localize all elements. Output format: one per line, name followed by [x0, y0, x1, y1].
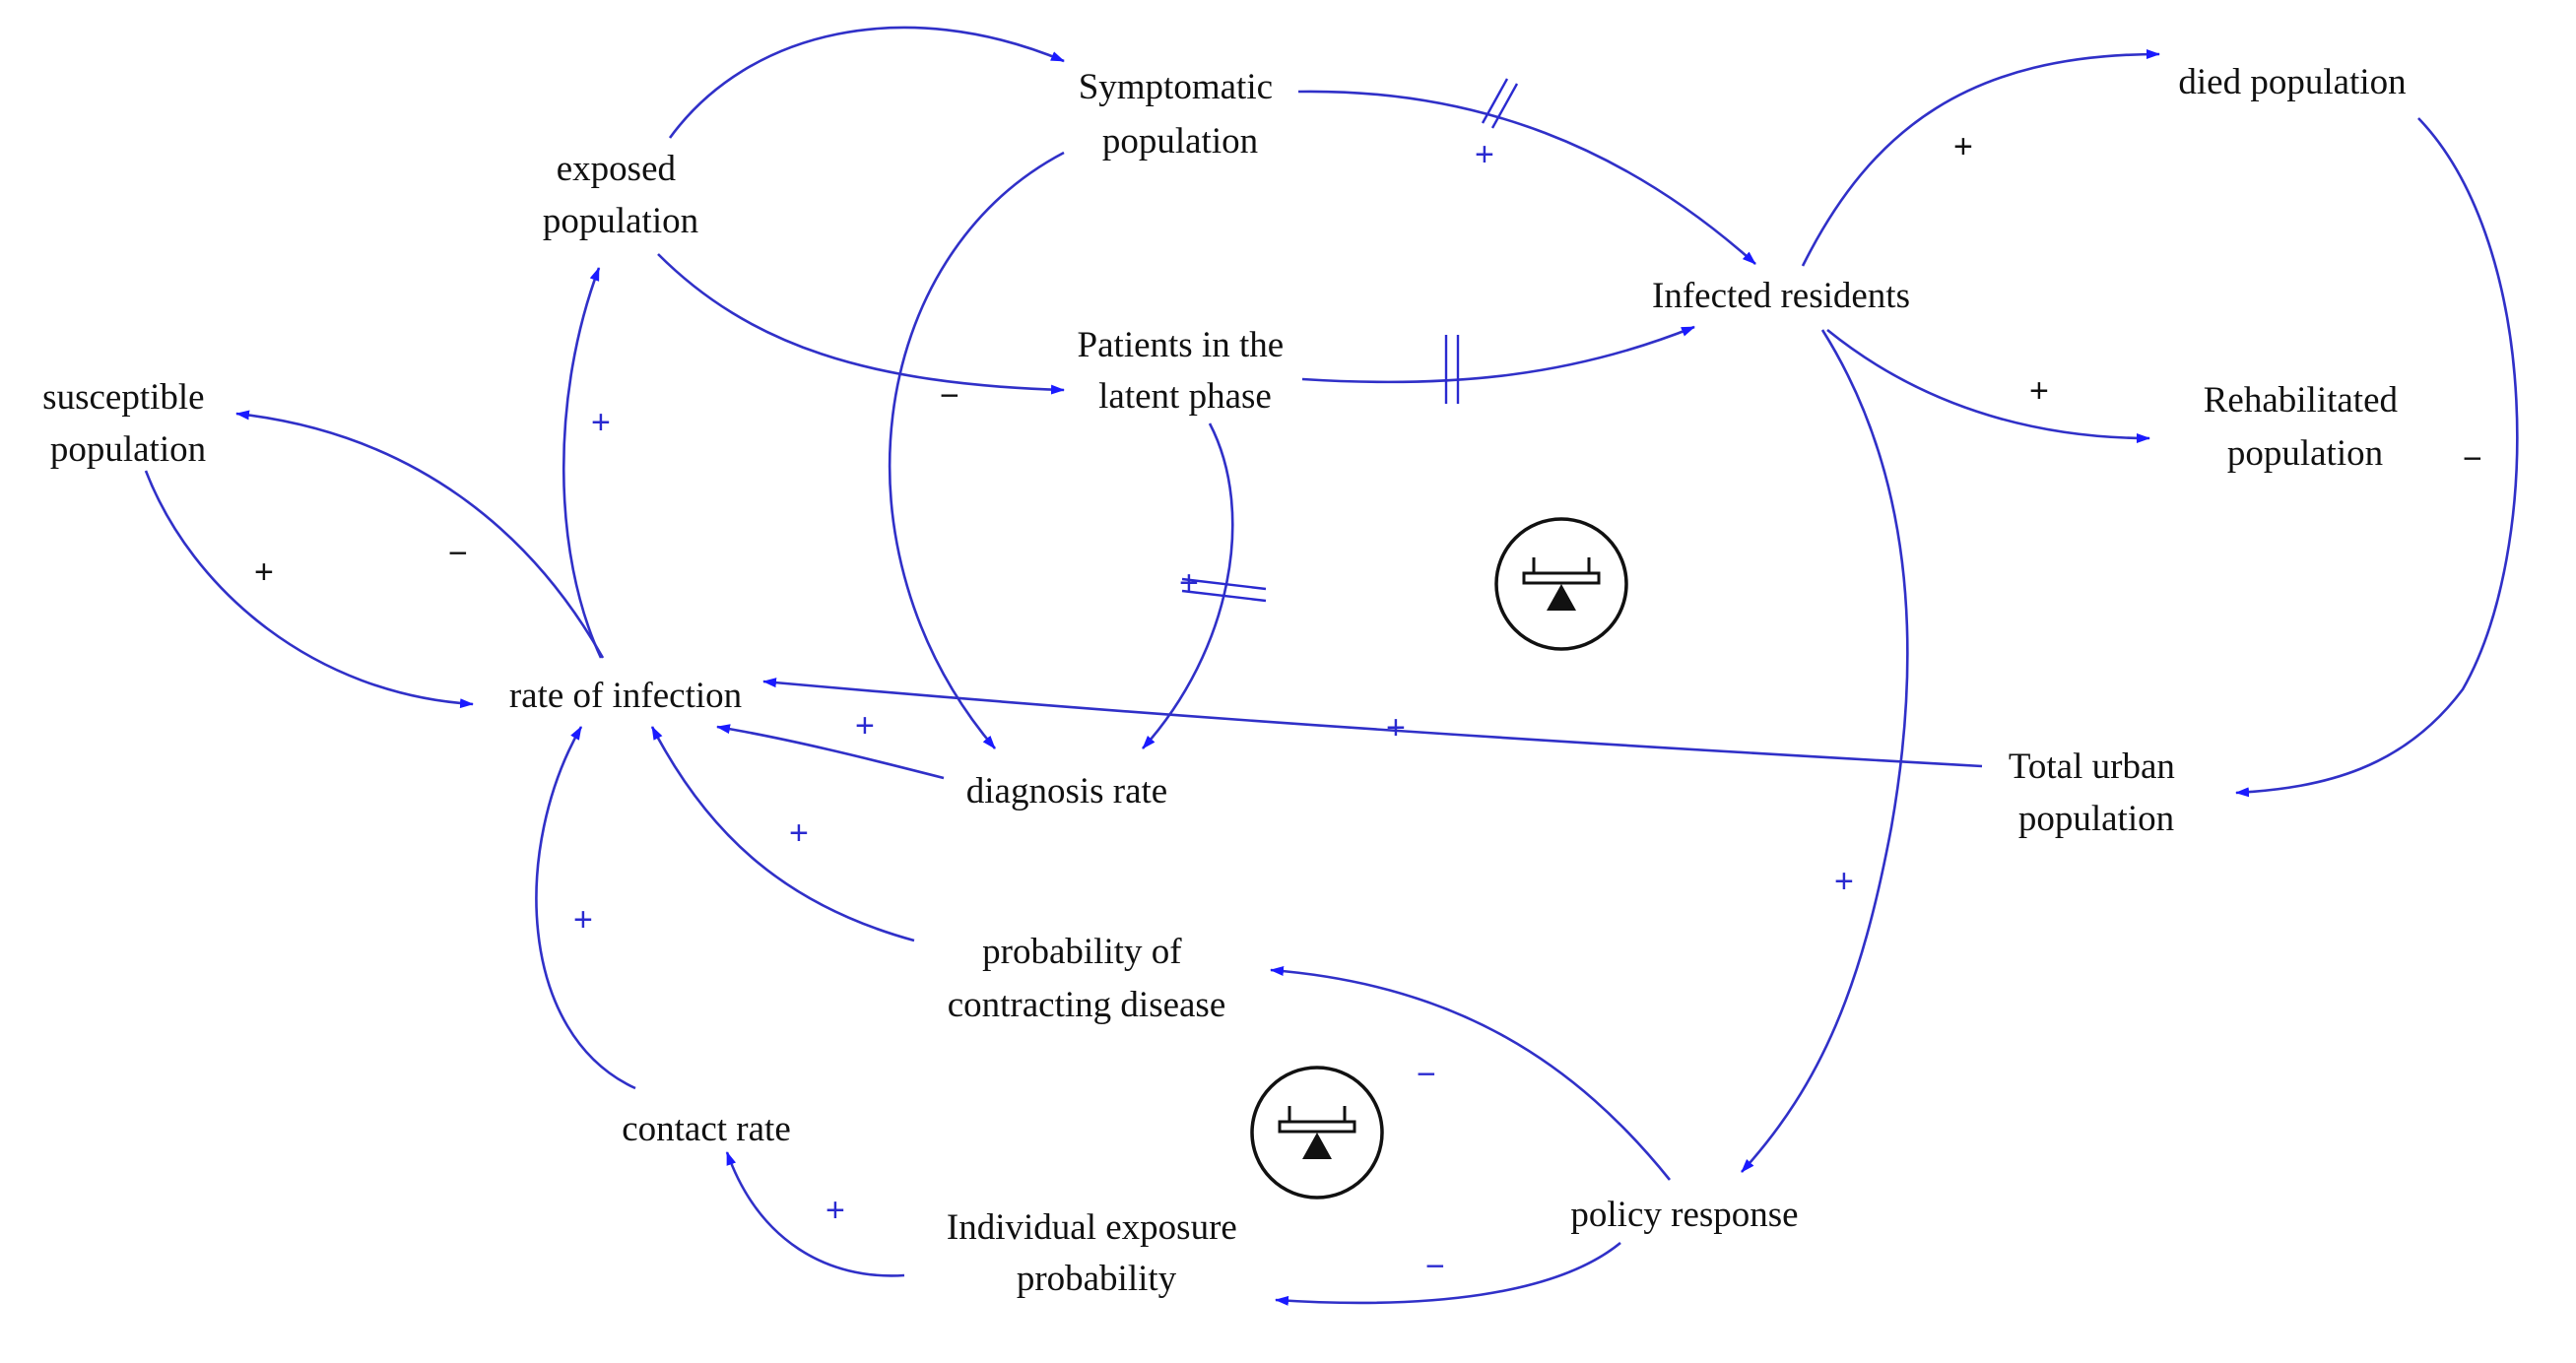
edge-contact-to-infection	[535, 726, 636, 1090]
edge-prob-to-infection	[650, 726, 915, 942]
edge-exposed-to-symptomatic	[668, 26, 1065, 139]
edge-total-to-infection	[762, 678, 1983, 768]
node-labels: Symptomatic population exposed populatio…	[35, 55, 2412, 1306]
edge-exposed-to-latent	[657, 253, 1065, 395]
delay-mark	[1444, 335, 1460, 404]
edge-infected-to-rehab	[1826, 328, 2150, 443]
node-policy-response: policy response	[1570, 1195, 1798, 1235]
edge-symptomatic-to-infected	[1297, 90, 1756, 265]
delay-mark	[1181, 577, 1267, 603]
node-contact-rate: contact rate	[622, 1109, 791, 1149]
polarity-sign: −	[940, 377, 959, 415]
edge-susceptible-to-infection	[144, 470, 474, 709]
polarity-sign: +	[789, 814, 809, 852]
edge-exposure-to-contact	[725, 1151, 905, 1277]
balancing-loop-icon	[1250, 1066, 1384, 1200]
polarity-sign: +	[254, 553, 274, 591]
edge-latent-to-diagnosis	[1142, 422, 1234, 749]
node-patients-latent-phase: Patients in the latent phase	[1078, 325, 1293, 417]
polarity-sign: +	[2029, 372, 2049, 410]
node-total-urban-population: Total urban population	[2009, 746, 2184, 839]
polarity-sign: +	[1386, 709, 1406, 746]
delay-mark	[1481, 78, 1519, 129]
delay-marks	[1181, 78, 1519, 603]
polarity-sign: +	[855, 707, 875, 745]
edge-infected-to-died	[1801, 49, 2160, 267]
edge-infection-to-susceptible	[235, 410, 605, 659]
balancing-loop-icon	[1494, 517, 1628, 651]
polarity-sign: −	[1417, 1056, 1436, 1093]
polarity-sign: +	[591, 404, 611, 441]
edge-latent-to-infected	[1301, 325, 1695, 384]
edge-policy-to-exposure	[1275, 1241, 1621, 1306]
polarity-sign: +	[1834, 863, 1854, 900]
polarity-sign: +	[826, 1192, 845, 1229]
node-rate-of-infection: rate of infection	[509, 676, 742, 716]
node-diagnosis-rate: diagnosis rate	[966, 771, 1167, 811]
polarity-sign: −	[1425, 1248, 1445, 1285]
edge-died-to-total	[2235, 117, 2519, 798]
node-exposed-population: exposed population	[543, 149, 698, 241]
polarity-sign: −	[2463, 440, 2482, 478]
polarity-signs: + + − + + − + + − + + + + + − − +	[254, 128, 2482, 1285]
edge-infected-to-policy	[1741, 329, 1909, 1173]
node-susceptible-population: susceptible population	[42, 377, 214, 470]
edge-symptomatic-to-diagnosis	[888, 151, 1065, 749]
node-died-population: died population	[2178, 62, 2406, 102]
edge-infection-to-exposed	[561, 267, 603, 659]
polarity-sign: +	[1953, 128, 1973, 165]
edge-diagnosis-to-infection	[716, 724, 945, 780]
polarity-sign: +	[1179, 564, 1199, 602]
polarity-sign: −	[448, 535, 468, 572]
node-symptomatic-population: Symptomatic population	[1079, 67, 1283, 162]
polarity-sign: +	[573, 901, 593, 939]
edges	[144, 26, 2519, 1306]
node-infected-residents: Infected residents	[1652, 276, 1910, 316]
polarity-sign: +	[1475, 136, 1494, 173]
edge-policy-to-prob	[1270, 966, 1672, 1181]
node-rehabilitated-population: Rehabilitated population	[2204, 380, 2408, 474]
node-probability-contracting-disease: probability of contracting disease	[948, 932, 1226, 1025]
node-individual-exposure-probability: Individual exposure probability	[947, 1207, 1246, 1299]
